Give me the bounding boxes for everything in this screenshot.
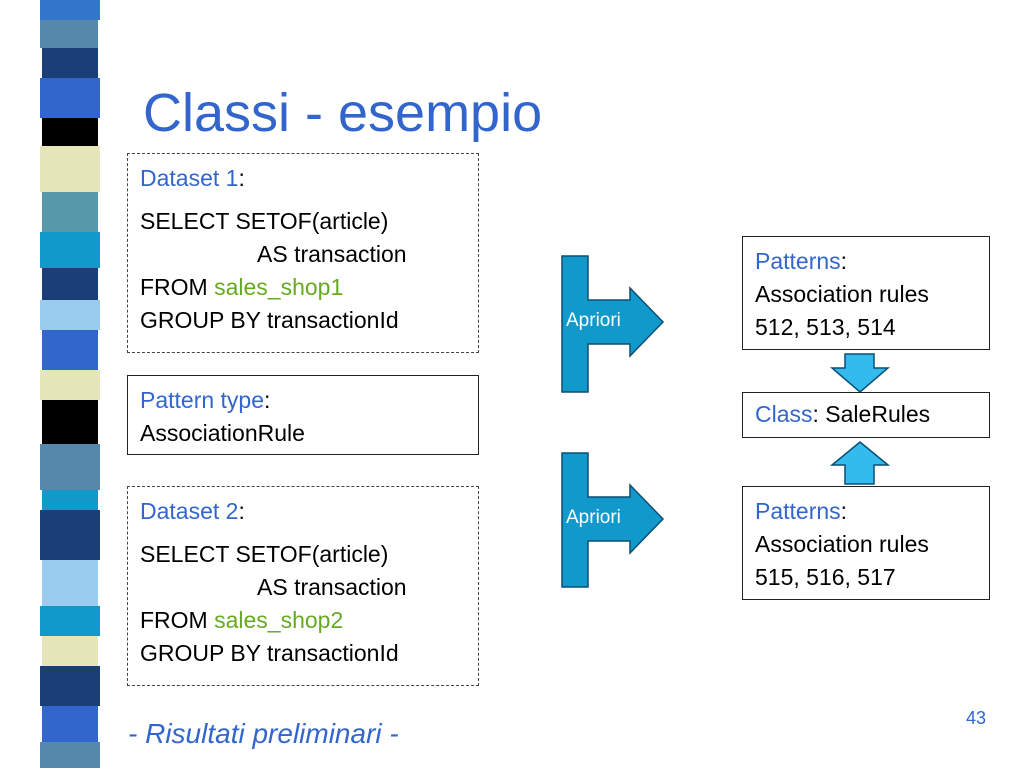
dataset1-groupby: GROUP BY transactionId [140, 307, 399, 333]
dataset1-heading: Dataset 1: [140, 162, 466, 195]
pattern-type-heading: Pattern type: [140, 384, 466, 417]
dataset1-from-keyword: FROM [140, 274, 208, 300]
dataset2-select: SELECT SETOF(article) [140, 541, 389, 567]
patterns2-label: Patterns [755, 498, 841, 524]
pattern-type-box: Pattern type: AssociationRule [127, 375, 479, 455]
class-value: : SaleRules [812, 401, 931, 427]
block-arrow-up [829, 441, 891, 485]
patterns1-label: Patterns [755, 248, 841, 274]
patterns1-line1: Association rules [755, 281, 929, 307]
dataset2-from-table: sales_shop2 [214, 607, 344, 633]
class-box: Class: SaleRules [742, 392, 990, 438]
dataset2-from: FROM sales_shop2 [140, 604, 466, 637]
dataset1-from: FROM sales_shop1 [140, 271, 466, 304]
apriori-label-2: Apriori [566, 507, 621, 528]
patterns2-line1: Association rules [755, 531, 929, 557]
dataset1-from-table: sales_shop1 [214, 274, 344, 300]
dataset2-from-keyword: FROM [140, 607, 208, 633]
dataset1-colon: : [238, 165, 245, 191]
pattern-type-value: AssociationRule [140, 420, 305, 446]
patterns2-box: Patterns: Association rules 515, 516, 51… [742, 486, 990, 600]
patterns1-heading: Patterns: [755, 245, 977, 278]
dataset2-as: AS transaction [257, 574, 407, 600]
patterns1-colon: : [840, 248, 848, 274]
dataset2-label: Dataset 2 [140, 498, 239, 524]
dataset1-select: SELECT SETOF(article) [140, 208, 389, 234]
block-arrow-down [829, 353, 891, 393]
dataset1-label: Dataset 1 [140, 165, 239, 191]
strip-blocks-right [38, 0, 100, 768]
decorative-side-strip [0, 0, 120, 768]
pattern-type-label: Pattern type [140, 387, 265, 413]
apriori-arrow-2 [561, 452, 665, 588]
patterns2-heading: Patterns: [755, 495, 977, 528]
patterns2-colon: : [840, 498, 848, 524]
class-label: Class [755, 401, 813, 427]
pattern-type-colon: : [264, 387, 271, 413]
patterns2-line2: 515, 516, 517 [755, 564, 896, 590]
dataset2-box: Dataset 2: SELECT SETOF(article) AS tran… [127, 486, 479, 686]
page-title: Classi - esempio [143, 83, 543, 143]
dataset1-box: Dataset 1: SELECT SETOF(article) AS tran… [127, 153, 479, 353]
patterns1-line2: 512, 513, 514 [755, 314, 896, 340]
page-number: 43 [966, 708, 987, 728]
footer-text: - Risultati preliminari - [128, 718, 399, 749]
dataset2-heading: Dataset 2: [140, 495, 466, 528]
apriori-arrow-1 [561, 255, 665, 393]
patterns1-box: Patterns: Association rules 512, 513, 51… [742, 236, 990, 350]
dataset2-colon: : [238, 498, 245, 524]
dataset1-as: AS transaction [257, 241, 407, 267]
apriori-label-1: Apriori [566, 310, 621, 331]
dataset2-groupby: GROUP BY transactionId [140, 640, 399, 666]
strip-blocks-left [0, 0, 40, 768]
